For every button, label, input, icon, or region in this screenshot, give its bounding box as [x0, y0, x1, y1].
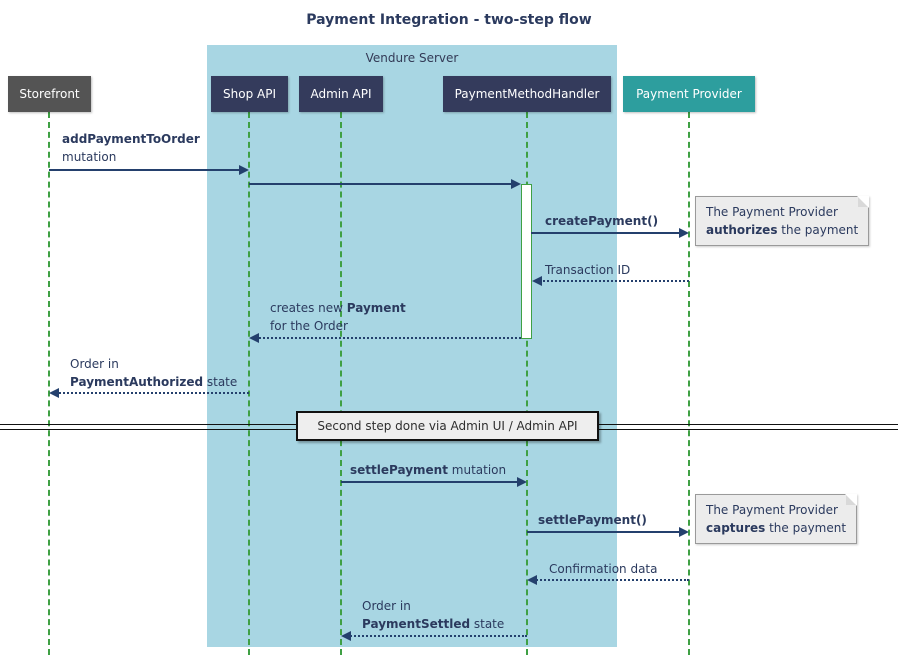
return-arrow-transaction-id [534, 280, 689, 282]
arrowhead-create-payment [679, 228, 689, 238]
arrow-settle-payment-call [527, 531, 680, 533]
message-label-transaction-id: Transaction ID [545, 263, 631, 277]
arrowhead-shop-to-handler [511, 179, 521, 189]
arrow-settle-payment-mutation [341, 481, 519, 483]
arrowhead-order-settled [341, 631, 351, 641]
arrowhead-settle-payment-call [679, 527, 689, 537]
return-arrow-order-authorized [51, 392, 249, 394]
arrow-create-payment [531, 232, 680, 234]
message-label-settle-payment-call: settlePayment() [538, 513, 647, 527]
vendure-server-container [207, 45, 617, 647]
message-label-order-authorized: Order in PaymentAuthorized state [70, 357, 238, 389]
participant-shop-api: Shop API [211, 76, 288, 112]
message-label-confirmation: Confirmation data [549, 562, 658, 576]
participant-payment-provider: Payment Provider [623, 76, 755, 112]
lifeline-payment-provider [688, 112, 690, 655]
note-capture: The Payment Provider captures the paymen… [695, 494, 858, 544]
arrow-shop-to-handler [249, 183, 513, 185]
lifeline-shop-api [248, 112, 250, 655]
lifeline-storefront [48, 112, 50, 655]
arrowhead-confirmation [527, 575, 537, 585]
message-label-create-payment: createPayment() [545, 214, 659, 228]
note-fold-icon [845, 494, 858, 506]
arrowhead-creates-payment [249, 333, 259, 343]
diagram-title: Payment Integration - two-step flow [306, 12, 592, 28]
return-arrow-creates-payment [251, 337, 521, 339]
message-label-order-settled: Order in PaymentSettled state [362, 599, 505, 631]
arrow-add-payment [49, 169, 241, 171]
participant-payment-method-handler: PaymentMethodHandler [443, 76, 611, 112]
lifeline-admin-api [340, 112, 342, 655]
arrowhead-add-payment [239, 165, 249, 175]
note-fold-icon [857, 196, 870, 208]
activation-bar-payment-method-handler [521, 184, 532, 339]
vendure-server-label: Vendure Server [365, 51, 459, 65]
message-label-settle-payment-mutation: settlePayment mutation [350, 463, 507, 477]
note-authorize: The Payment Provider authorizes the paym… [695, 196, 870, 246]
participant-admin-api: Admin API [299, 76, 383, 112]
return-arrow-order-settled [343, 635, 527, 637]
message-label-add-payment: addPaymentToOrder mutation [62, 132, 200, 164]
participant-storefront: Storefront [8, 76, 91, 112]
message-label-creates-payment: creates new Payment for the Order [270, 301, 406, 333]
lifeline-payment-method-handler [526, 112, 528, 655]
divider-label: Second step done via Admin UI / Admin AP… [296, 411, 599, 441]
return-arrow-confirmation [529, 579, 689, 581]
arrowhead-transaction-id [532, 276, 542, 286]
arrowhead-settle-payment-mutation [517, 477, 527, 487]
arrowhead-order-authorized [49, 388, 59, 398]
